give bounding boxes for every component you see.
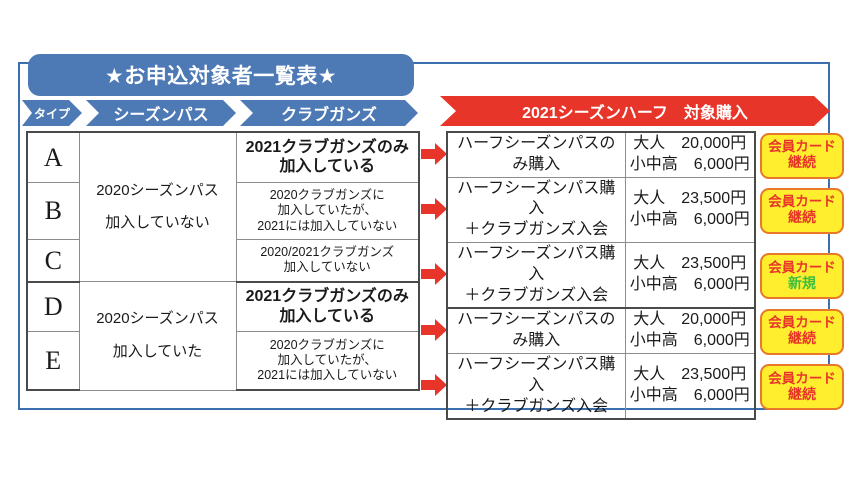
club-ganzz-line: 加入していたが、: [277, 353, 377, 367]
club-ganzz-line: 2021クラブガンズのみ: [245, 288, 409, 306]
club-ganzz-cell: 2021クラブガンズのみ加入している: [235, 130, 420, 183]
status-badge: 会員カード継続: [760, 308, 844, 355]
table-row: C 2020/2021クラブガンズ加入していない: [26, 239, 420, 283]
club-ganzz-cell: 2020クラブガンズに加入していたが、2021には加入していない: [235, 331, 420, 392]
price-cell: 大人 20,000円小中高 6,000円: [624, 130, 756, 178]
type-cell: E: [26, 331, 80, 392]
season-pass-line1: 2020シーズンパス: [96, 181, 219, 199]
price-line: 小中高 6,000円: [629, 332, 750, 350]
purchase-option-cell: ハーフシーズンパスのみ購入: [446, 130, 626, 178]
purchase-option-line: ハーフシーズンパス購入: [457, 355, 616, 394]
purchase-option-line: ＋クラブガンズ入会: [464, 397, 609, 415]
badge-title: 会員カード: [768, 259, 836, 275]
status-badge: 会員カード継続: [760, 187, 844, 234]
column-header-club-ganzz: クラブガンズ: [240, 100, 418, 126]
club-ganzz-line: 加入している: [279, 158, 376, 176]
column-header-type: タイプ: [22, 100, 82, 126]
season-pass-line2: 加入していた: [112, 342, 203, 360]
badge-title: 会員カード: [768, 194, 836, 210]
status-badge: 会員カード新規: [760, 253, 844, 299]
purchase-row: ハーフシーズンパスのみ購入大人 20,000円小中高 6,000円: [446, 307, 756, 354]
price-line: 小中高 6,000円: [629, 387, 750, 405]
club-ganzz-line: 加入している: [279, 307, 376, 325]
price-cell: 大人 23,500円小中高 6,000円: [624, 241, 756, 310]
status-badge: 会員カード継続: [760, 364, 844, 410]
purchase-option-cell: ハーフシーズンパス購入 ＋クラブガンズ入会: [446, 241, 626, 310]
status-badge: 会員カード継続: [760, 132, 844, 179]
purchase-option-line: ハーフシーズンパスのみ購入: [457, 135, 616, 173]
club-ganzz-line: 2021クラブガンズのみ: [245, 138, 409, 156]
season-pass-cell: 2020シーズンパス加入していた: [78, 281, 237, 391]
club-ganzz-line: 2020クラブガンズに: [269, 188, 385, 203]
type-cell: C: [26, 239, 80, 283]
table-row: E 2020クラブガンズに加入していたが、2021には加入していない: [26, 331, 420, 392]
type-cell: B: [26, 181, 80, 241]
price-cell: 大人 23,500円小中高 6,000円: [624, 352, 756, 421]
price-line: 大人 20,000円: [633, 135, 747, 152]
badge-status: 継続: [788, 330, 816, 347]
club-ganzz-line: 加入していない: [283, 260, 371, 275]
purchase-table: ハーフシーズンパスのみ購入大人 20,000円小中高 6,000円ハーフシーズン…: [446, 130, 756, 421]
badge-status: 継続: [788, 209, 816, 226]
price-cell: 大人 20,000円小中高 6,000円: [624, 307, 756, 354]
price-line: 大人 23,500円: [633, 366, 747, 384]
badge-status: 継続: [788, 385, 816, 402]
price-line: 大人 23,500円: [633, 189, 747, 207]
club-ganzz-line: 2021には加入していない: [257, 218, 398, 233]
price-line: 大人 20,000円: [633, 311, 747, 329]
purchase-banner: 2021シーズンハーフ 対象購入: [440, 96, 830, 126]
purchase-option-cell: ハーフシーズンパス購入 ＋クラブガンズ入会: [446, 176, 626, 243]
badge-status: 新規: [788, 274, 816, 291]
season-pass-line1: 2020シーズンパス: [96, 310, 219, 328]
type-cell: D: [26, 280, 80, 333]
right-arrow-icon: [421, 318, 447, 341]
season-pass-line2: 加入していない: [105, 214, 210, 231]
page-title: ★お申込対象者一覧表★: [28, 54, 414, 96]
purchase-row: ハーフシーズンパス購入＋クラブガンズ入会大人 23,500円小中高 6,000円: [446, 352, 756, 421]
purchase-option-cell: ハーフシーズンパスのみ購入: [446, 307, 626, 354]
season-pass-cell: 2020シーズンパス加入していない: [78, 131, 237, 282]
column-header-season-pass: シーズンパス: [86, 100, 236, 126]
club-ganzz-line: 2020クラブガンズに: [269, 337, 385, 352]
price-cell: 大人 23,500円小中高 6,000円: [624, 176, 756, 243]
club-ganzz-line: 2021には加入していない: [257, 368, 398, 383]
club-ganzz-cell: 2021クラブガンズのみ加入している: [235, 280, 420, 333]
purchase-row: ハーフシーズンパス購入＋クラブガンズ入会大人 23,500円小中高 6,000円: [446, 176, 756, 243]
right-arrow-icon: [421, 263, 447, 285]
purchase-option-cell: ハーフシーズンパス購入 ＋クラブガンズ入会: [446, 352, 626, 421]
badge-title: 会員カード: [768, 370, 836, 386]
price-line: 小中高 6,000円: [629, 210, 750, 228]
club-ganzz-line: 2020/2021クラブガンズ: [260, 245, 395, 260]
purchase-option-line: ＋クラブガンズ入会: [464, 286, 609, 304]
purchase-option-line: ハーフシーズンパス購入: [457, 179, 616, 218]
purchase-row: ハーフシーズンパスのみ購入大人 20,000円小中高 6,000円: [446, 130, 756, 178]
right-arrow-icon: [421, 142, 447, 165]
club-ganzz-line: 加入していたが、: [277, 203, 377, 218]
badge-title: 会員カード: [768, 139, 836, 155]
right-arrow-icon: [421, 374, 447, 396]
purchase-option-line: ハーフシーズンパス購入: [457, 244, 616, 283]
badge-title: 会員カード: [768, 315, 836, 331]
price-line: 大人 23,500円: [633, 255, 747, 273]
right-arrow-icon: [421, 197, 447, 220]
price-line: 小中高 6,000円: [629, 276, 750, 294]
purchase-option-line: ＋クラブガンズ入会: [464, 221, 609, 239]
type-cell: A: [26, 130, 80, 183]
badge-status: 継続: [788, 154, 816, 171]
table-row: B 2020クラブガンズに加入していたが、2021には加入していない: [26, 181, 420, 241]
club-ganzz-cell: 2020/2021クラブガンズ加入していない: [235, 239, 420, 283]
purchase-option-line: ハーフシーズンパスのみ購入: [457, 311, 616, 350]
club-ganzz-cell: 2020クラブガンズに加入していたが、2021には加入していない: [235, 181, 420, 241]
purchase-row: ハーフシーズンパス購入＋クラブガンズ入会大人 23,500円小中高 6,000円: [446, 241, 756, 310]
price-line: 小中高 6,000円: [629, 155, 750, 173]
